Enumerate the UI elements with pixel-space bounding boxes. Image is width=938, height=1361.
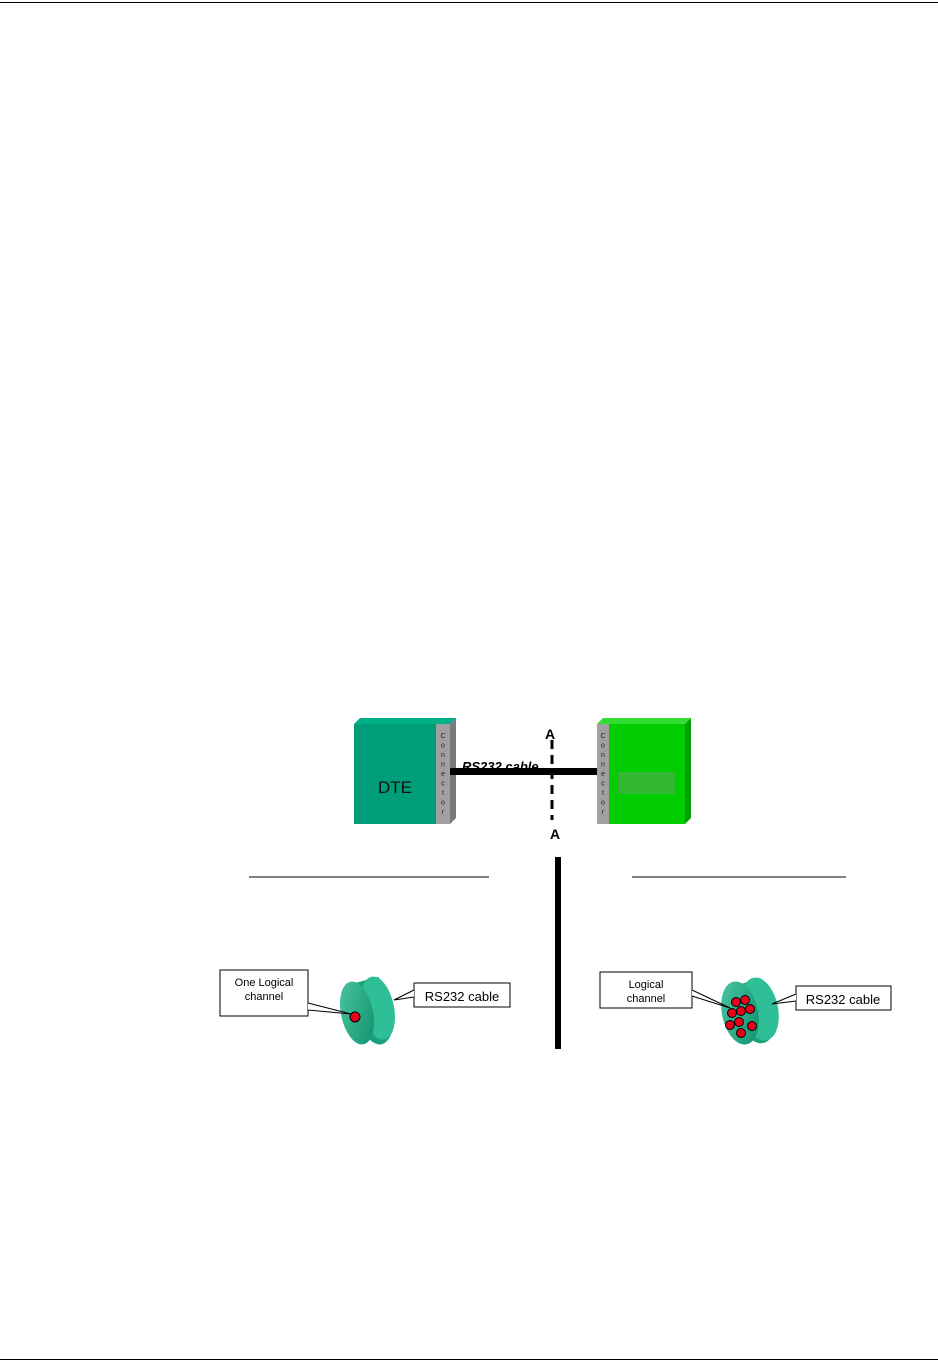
- connector-letter: c: [601, 781, 605, 788]
- dte-connector: [436, 724, 450, 824]
- connector-letter: C: [440, 733, 445, 740]
- connector-letter: n: [601, 752, 605, 759]
- connector-letter: C: [600, 733, 605, 740]
- dce-connector: [597, 724, 609, 824]
- page-bottom-rule: [0, 1359, 938, 1360]
- svg-text:channel: channel: [245, 991, 284, 1003]
- rs232-cable-line: [450, 768, 597, 775]
- left-cable-cross-section: [339, 976, 396, 1045]
- connector-letter: n: [601, 762, 605, 769]
- connector-letter: o: [441, 800, 445, 807]
- cable-label: RS232 cable: [462, 759, 539, 774]
- channel-dots: [725, 995, 757, 1038]
- dte-label: DTE: [378, 778, 412, 797]
- connector-letter: t: [602, 790, 604, 797]
- connector-letter: n: [441, 762, 445, 769]
- connector-letter: n: [441, 752, 445, 759]
- connector-letter: e: [441, 771, 445, 778]
- connector-letter: r: [442, 809, 445, 816]
- connector-letter: t: [442, 790, 444, 797]
- left-channel-callout: One Logical channel: [219, 969, 352, 1017]
- section-marker-top: A: [545, 726, 555, 742]
- svg-text:Logical: Logical: [629, 979, 664, 991]
- connector-letter: c: [441, 781, 445, 788]
- svg-text:RS232 cable: RS232 cable: [425, 989, 499, 1004]
- dte-box: DTE: [354, 718, 456, 824]
- page-top-rule: [0, 2, 938, 3]
- section-marker-bottom: A: [550, 826, 560, 842]
- dce-box: [597, 718, 691, 824]
- left-cable-callout: RS232 cable: [393, 982, 511, 1008]
- svg-text:RS232 cable: RS232 cable: [806, 992, 880, 1007]
- dce-panel: [618, 772, 675, 794]
- connector-letter: o: [441, 743, 445, 750]
- connector-letter: r: [602, 809, 605, 816]
- right-channel-callout: Logical channel: [599, 971, 731, 1009]
- svg-text:channel: channel: [627, 993, 666, 1005]
- center-divider: [555, 857, 561, 1049]
- connector-letter: o: [601, 800, 605, 807]
- svg-text:One Logical: One Logical: [235, 977, 294, 989]
- right-cable-cross-section: [721, 977, 779, 1045]
- right-cable-callout: RS232 cable: [771, 985, 892, 1011]
- channel-dot: [349, 1011, 361, 1023]
- connector-letter: e: [601, 771, 605, 778]
- connector-letter: o: [601, 743, 605, 750]
